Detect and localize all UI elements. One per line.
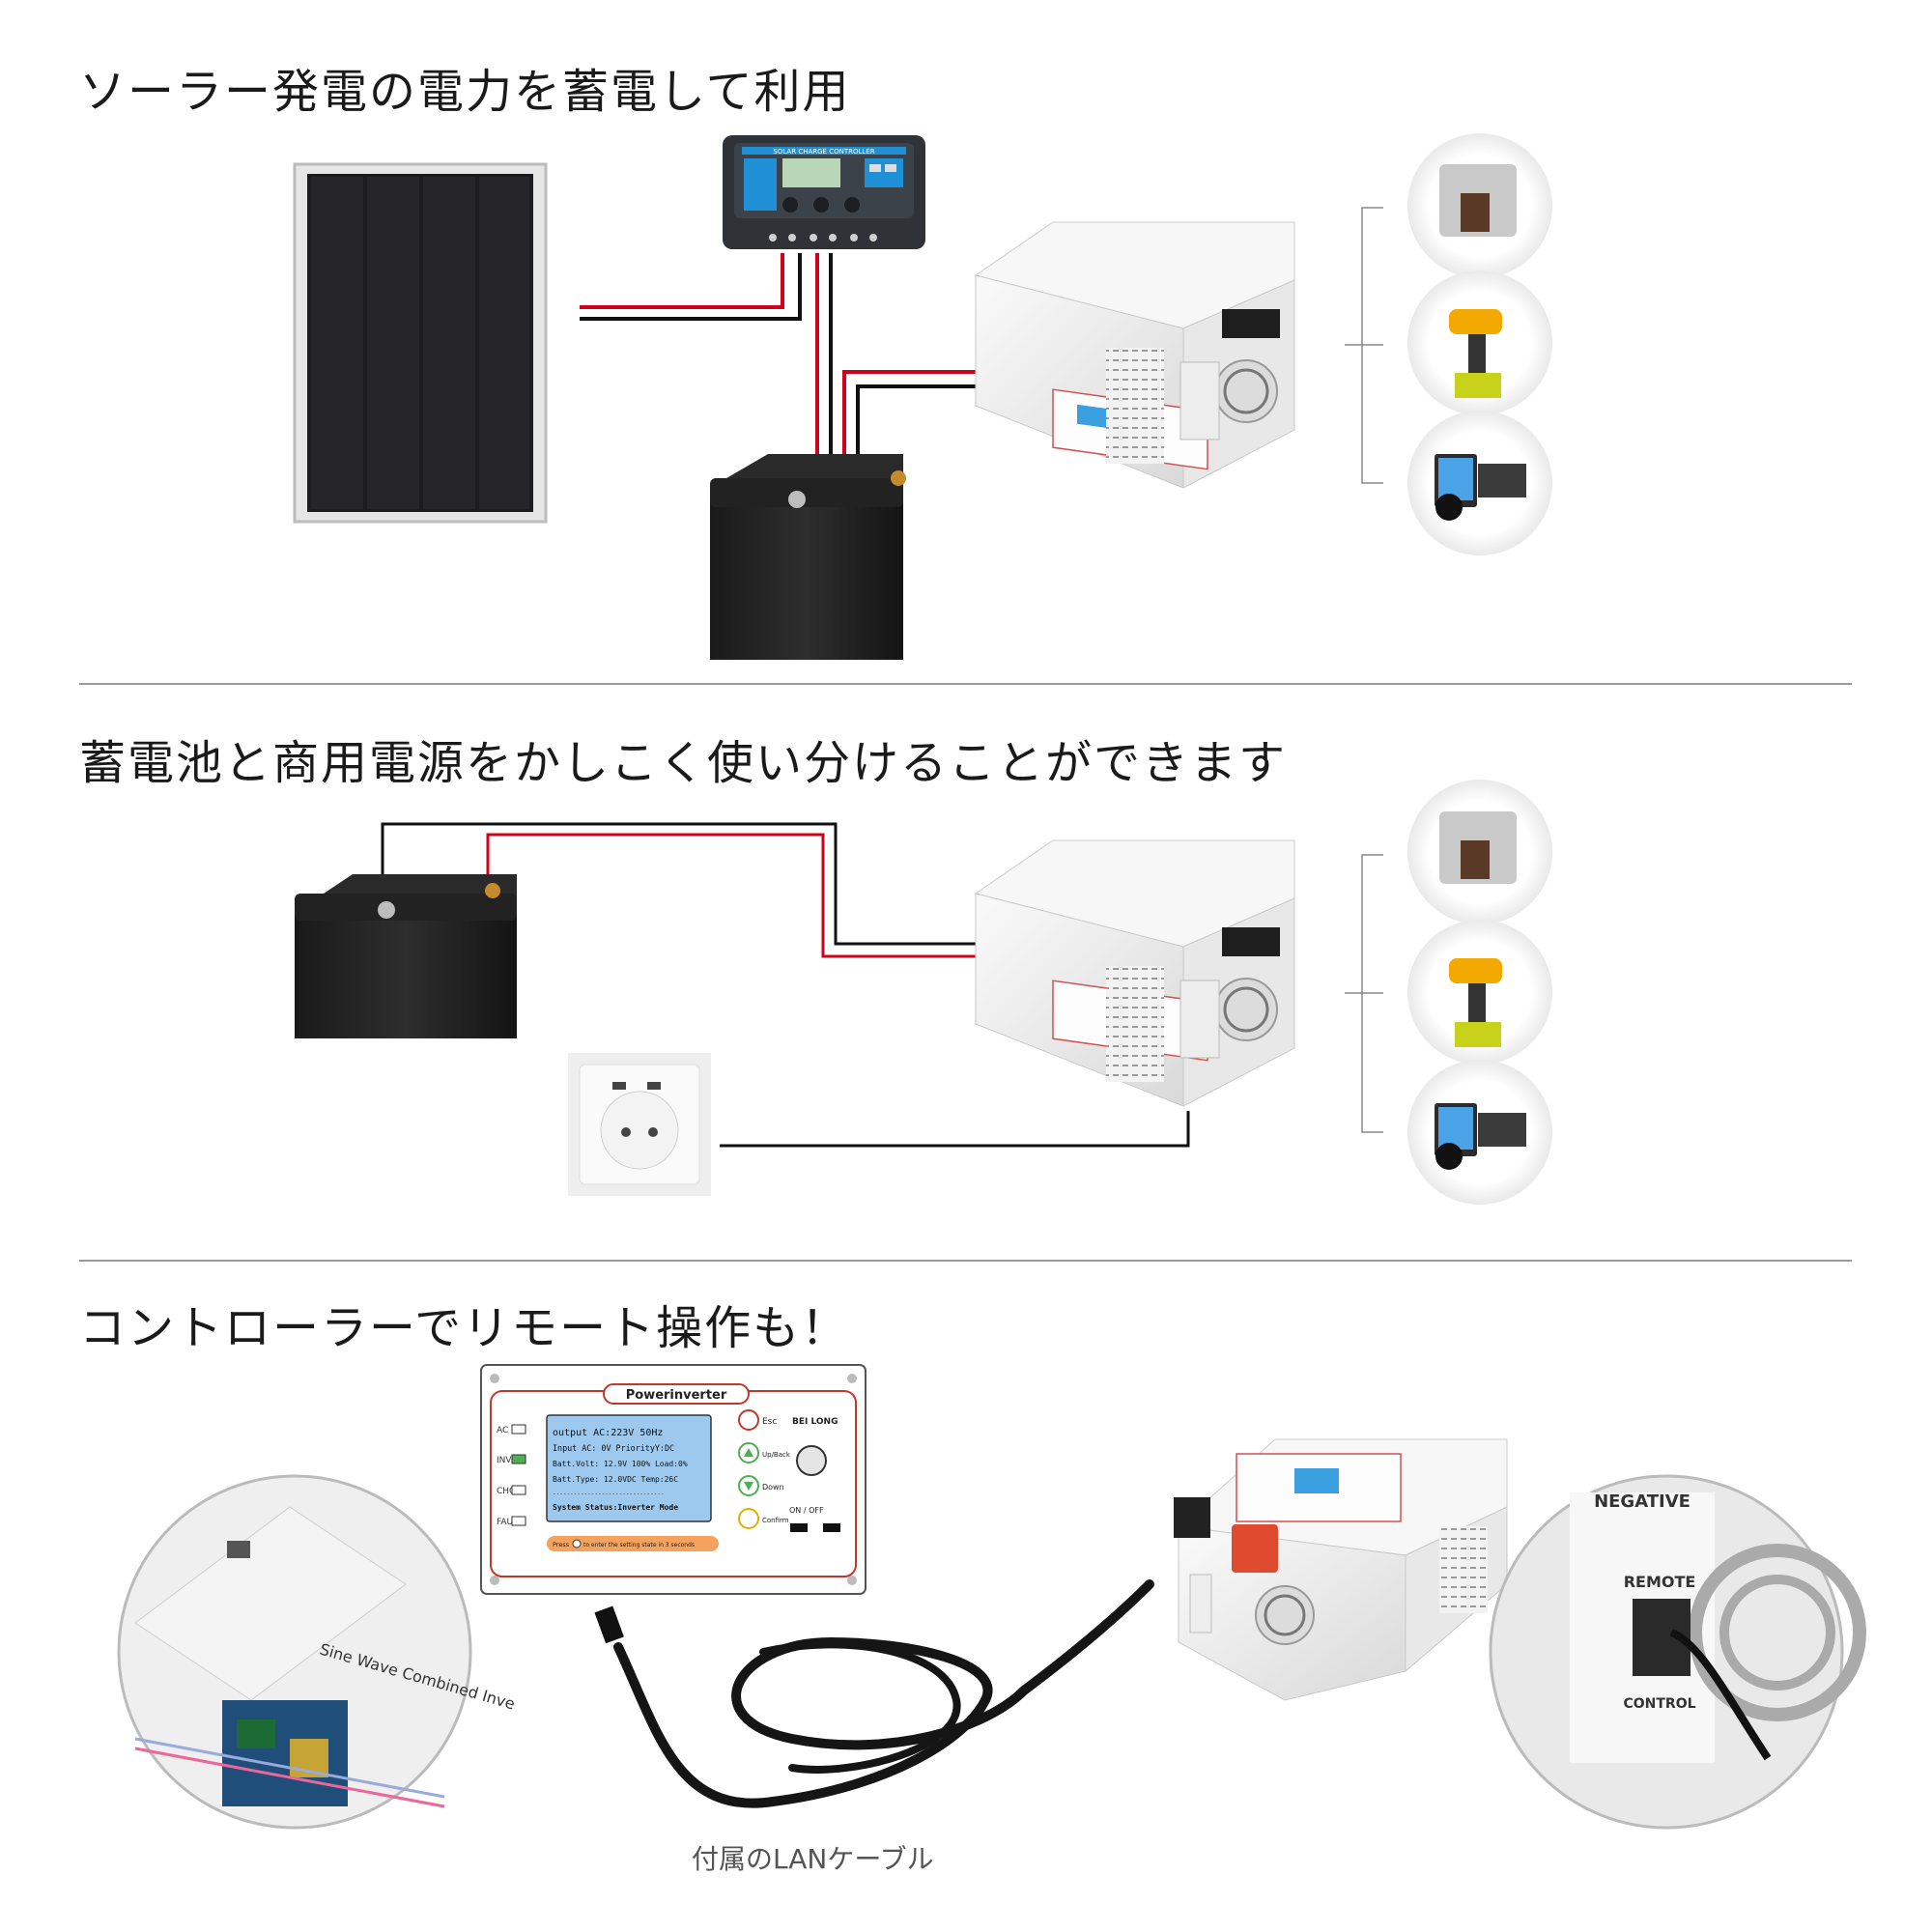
remote-port-closeup: NEGATIVE REMOTE CONTROL (1489, 1474, 1866, 1830)
press-hint-prefix: Press (553, 1541, 570, 1548)
indicator-inv-led (511, 1454, 526, 1464)
power-switch-icon[interactable] (796, 1445, 827, 1476)
esc-button-label: Esc (762, 1417, 777, 1427)
appliance-icons-2 (1407, 780, 1552, 1205)
indicator-fault-led (511, 1516, 526, 1526)
divider-2 (79, 1260, 1852, 1262)
down-label: Down (762, 1483, 784, 1492)
section-2-heading: 蓄電池と商用電源をかしこく使い分けることができます (79, 736, 1288, 790)
battery-section-2 (295, 874, 517, 1038)
lcd-line-6: System Status:Inverter Mode (553, 1503, 678, 1512)
lcd-line-4: Batt.Type: 12.0VDC Temp:26C (553, 1475, 678, 1484)
closeup-negative-label: NEGATIVE (1594, 1492, 1690, 1512)
divider-1 (79, 683, 1852, 685)
indicator-fault-label: FAULT (497, 1518, 523, 1527)
appliance-bracket-2 (1345, 854, 1383, 1133)
press-hint-suffix: to enter the setting state in 3 seconds (583, 1542, 695, 1548)
lcd-separator: -------------------------------- (553, 1491, 665, 1497)
up-back-button[interactable]: Up/Back (738, 1442, 791, 1463)
closeup-control-label: CONTROL (1623, 1696, 1695, 1712)
indicator-chg-led (511, 1485, 526, 1495)
indicator-ac-led (511, 1424, 526, 1435)
appliance-bracket-1 (1345, 207, 1383, 484)
lcd-line-3: Batt.Volt: 12.9V 100% Load:0% (553, 1460, 688, 1468)
lcd-line-2: Input AC: 0V PriorityY:DC (553, 1443, 674, 1453)
esc-button[interactable]: Esc (738, 1409, 777, 1431)
inverter-section-2 (974, 839, 1295, 1107)
inverter-section-3 (1174, 1438, 1508, 1701)
down-button[interactable]: Down (738, 1475, 784, 1496)
solar-wires (580, 253, 802, 321)
controller-label: SOLAR CHARGE CONTROLLER (773, 148, 874, 156)
indicator-inv-label: INV (497, 1456, 512, 1465)
lan-cable (594, 1579, 1154, 1808)
on-switch-icon[interactable] (790, 1523, 808, 1532)
wall-socket (568, 1053, 711, 1196)
panel-lcd: output AC:223V 50Hz Input AC: 0V Priorit… (546, 1414, 712, 1522)
lcd-line-1: output AC:223V 50Hz (553, 1428, 663, 1438)
section-1-heading: ソーラー発電の電力を蓄電して利用 (79, 65, 851, 119)
on-off-label: ON / OFF (789, 1506, 824, 1515)
indicator-chg-label: CHG (497, 1487, 516, 1496)
appliance-icons-1 (1407, 133, 1552, 555)
battery-section-1 (710, 454, 906, 660)
confirm-label: Confirm (762, 1517, 789, 1524)
confirm-button[interactable]: Confirm (738, 1508, 789, 1529)
inverter-section-1 (974, 221, 1295, 489)
charge-controller: SOLAR CHARGE CONTROLLER (723, 135, 925, 249)
panel-brand-title: Powerinverter (626, 1388, 727, 1403)
battery-inverter-wires-2 (381, 822, 1190, 1148)
solar-panel (293, 162, 548, 524)
lan-cable-caption: 付属のLANケーブル (692, 1843, 934, 1875)
board-closeup: Sine Wave Combined Inve (117, 1474, 517, 1830)
closeup-remote-label: REMOTE (1624, 1573, 1696, 1591)
indicator-ac-label: AC (497, 1426, 508, 1435)
up-back-label: Up/Back (762, 1451, 791, 1459)
remote-panel: Powerinverter AC INV CHG FAULT output AC… (480, 1364, 867, 1595)
panel-maker: BEI LONG (792, 1417, 838, 1427)
off-switch-icon[interactable] (823, 1523, 840, 1532)
section-3-heading: コントローラーでリモート操作も！ (79, 1301, 850, 1355)
